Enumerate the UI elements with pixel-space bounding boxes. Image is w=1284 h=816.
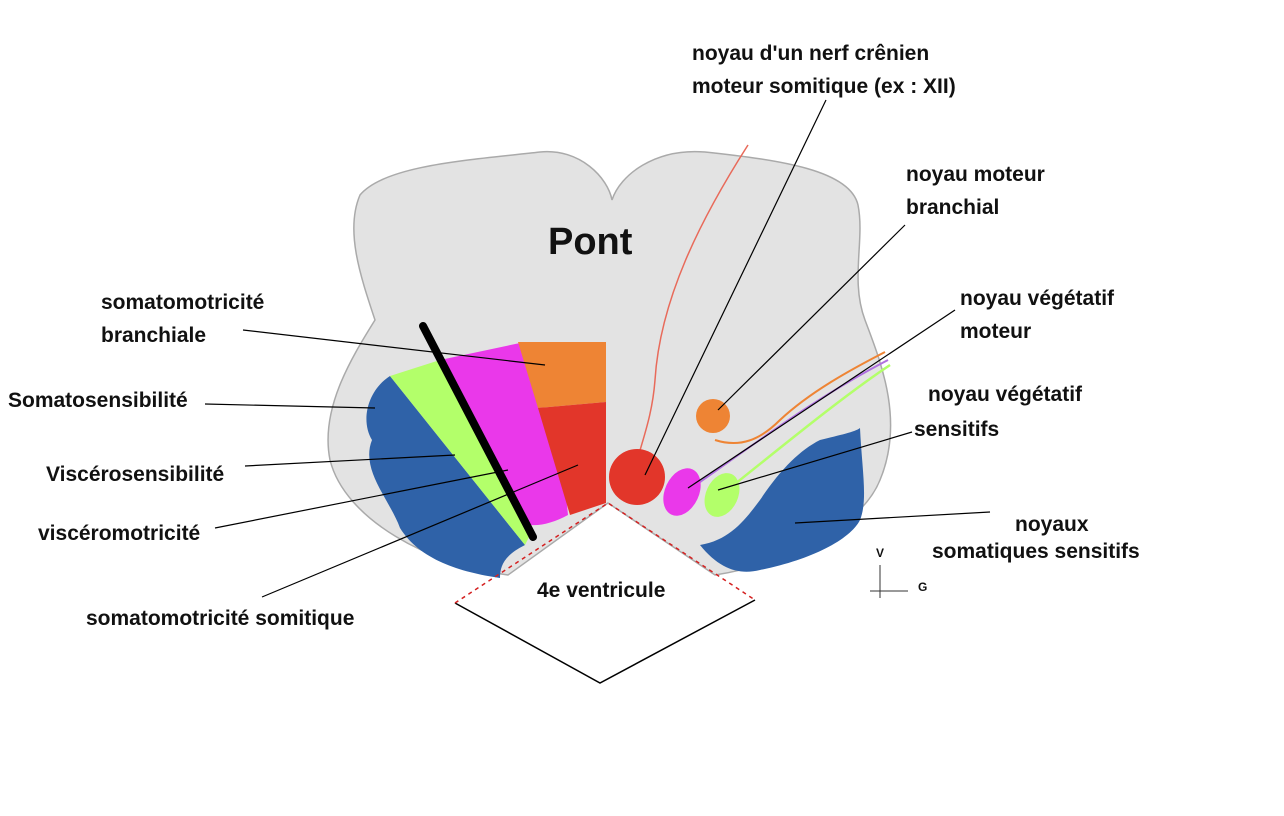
somatosensory-region-left <box>366 376 525 578</box>
leader-viscerosensibilite <box>244 454 456 467</box>
branchial-motor-fiber <box>714 351 886 445</box>
label-noyau-nerf-cranien-1: noyau d'un nerf crênien <box>692 42 929 65</box>
leader-somatosensibilite <box>204 403 376 409</box>
label-noyaux-somatiques-sensitifs-2: somatiques sensitifs <box>932 540 1140 563</box>
leader-noyau-vegetatif-moteur <box>687 309 956 489</box>
label-noyau-vegetatif-sensitifs-1: noyau végétatif <box>928 383 1083 406</box>
label-somatosensibilite: Somatosensibilité <box>8 389 188 412</box>
label-noyau-vegetatif-sensitifs-2: sensitifs <box>914 418 999 441</box>
label-noyau-moteur-branchial-1: noyau moteur <box>906 163 1045 186</box>
somatosensory-nuclei-right <box>700 428 865 572</box>
leader-noyaux-somatiques-sensitifs <box>794 511 991 524</box>
label-noyau-moteur-branchial-2: branchial <box>906 196 999 219</box>
viscerosensory-nucleus-right <box>704 473 740 517</box>
leader-somatomotricite-branchiale <box>242 329 546 366</box>
cranial-nerve-nucleus <box>609 449 665 505</box>
leader-somatomotricite-somitique <box>261 464 579 598</box>
branchial-motor-nucleus <box>696 399 730 433</box>
visceromotor-nucleus-right <box>663 468 701 516</box>
visceromotor-fiber <box>699 359 889 483</box>
label-noyau-vegetatif-moteur-1: noyau végétatif <box>960 287 1115 310</box>
label-noyau-nerf-cranien-2: moteur somitique (ex : XII) <box>692 75 956 98</box>
label-somatomotricite-branchiale-1: somatomotricité <box>101 291 264 314</box>
viscerosensory-fiber <box>729 363 891 489</box>
somitic-motor-column <box>538 402 606 515</box>
cranial-nerve-fiber <box>634 144 749 471</box>
diagram-title: Pont <box>548 221 633 263</box>
label-somatomotricite-somitique: somatomotricité somitique <box>86 607 354 630</box>
sulcus-limitans-line <box>419 322 537 541</box>
ventricle-label: 4e ventricule <box>537 579 665 602</box>
orientation-marker: V G <box>870 546 927 598</box>
label-noyaux-somatiques-sensitifs-1: noyaux <box>1015 513 1089 536</box>
label-somatomotricite-branchiale-2: branchiale <box>101 324 206 347</box>
leader-noyau-moteur-branchial <box>717 224 906 411</box>
label-visceromotricite: viscéromotricité <box>38 522 200 545</box>
label-noyau-vegetatif-moteur-2: moteur <box>960 320 1031 343</box>
fourth-ventricle-outline <box>454 599 756 684</box>
viscerosensory-column-left <box>390 360 530 545</box>
leader-lines <box>204 99 991 598</box>
leader-visceromotricite <box>214 469 509 529</box>
leader-noyau-vegetatif-sensitifs <box>717 431 913 491</box>
leader-noyau-nerf-cranien <box>644 99 827 476</box>
label-viscerosensibilite: Viscérosensibilité <box>46 463 224 486</box>
orientation-ventral: V <box>876 546 884 560</box>
orientation-left: G <box>918 580 927 594</box>
branchial-motor-column <box>518 342 606 408</box>
